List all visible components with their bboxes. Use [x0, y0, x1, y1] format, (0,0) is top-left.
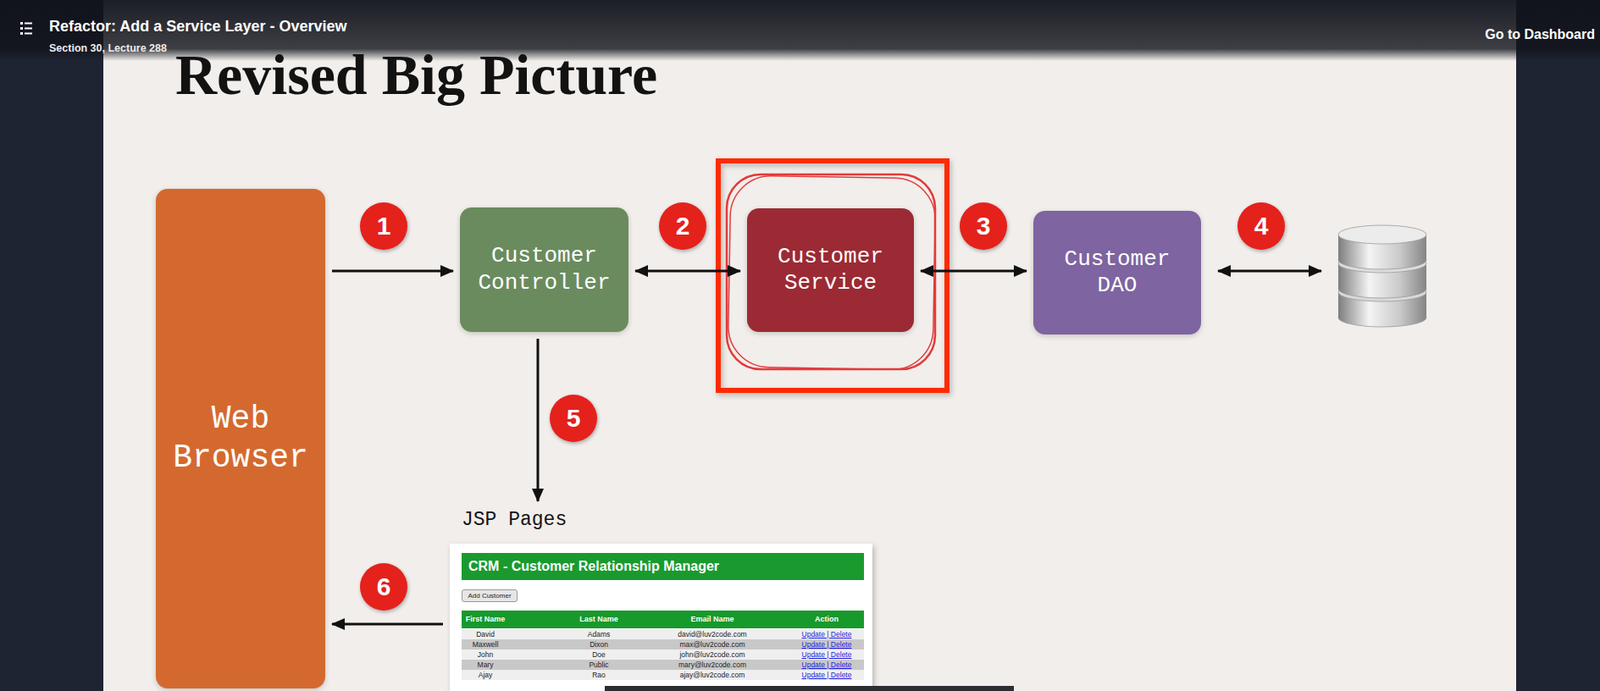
callout-number: 1: [359, 202, 408, 250]
table-header-cell: Last Name: [548, 610, 650, 629]
box-label: Customer DAO: [1045, 246, 1190, 299]
database-icon: [1338, 225, 1427, 327]
flow-arrow: [332, 623, 443, 626]
table-header-cell: First Name: [434, 610, 537, 629]
box-label: Customer Controller: [471, 243, 617, 296]
list-icon-dot: [20, 32, 23, 35]
table-cell: Maxwell: [434, 639, 537, 650]
slide-title: Revised Big Picture: [175, 45, 658, 104]
flow-arrow: [635, 270, 741, 273]
table-header-cell: Email Name: [661, 610, 764, 629]
action-link: Update | Delete: [775, 649, 878, 660]
lecture-subtitle: Section 30, Lecture 288: [49, 41, 167, 56]
action-link: Update | Delete: [775, 639, 878, 650]
process-box: Customer DAO: [1033, 210, 1202, 335]
callout-number: 2: [658, 202, 707, 250]
list-icon: [20, 22, 33, 35]
screenshot-text: JSP Pages: [461, 508, 873, 532]
action-link: Update | Delete: [775, 669, 878, 681]
action-link: Update | Delete: [775, 629, 878, 640]
db-arrow: [1217, 270, 1322, 273]
table-cell: David: [434, 629, 537, 640]
table-cell: Adams: [548, 629, 650, 640]
button: Add Customer: [461, 589, 518, 603]
callout-number: 5: [549, 394, 598, 443]
box-label: Web Browser: [167, 399, 314, 477]
action-link: Update | Delete: [775, 659, 878, 670]
table-cell: Rao: [548, 669, 650, 681]
table-header: [461, 610, 864, 629]
table-cell: Ajay: [434, 669, 537, 681]
highlight-square: [718, 160, 947, 391]
callout-number: 6: [359, 563, 408, 611]
table-cell: Mary: [434, 659, 537, 670]
list-icon-bar: [24, 27, 33, 30]
table-cell: max@luv2code.com: [661, 639, 764, 650]
browser-box: Web Browser: [155, 188, 326, 689]
player-bar: [604, 686, 1014, 691]
screenshot-text: CRM - Customer Relationship Manager: [461, 553, 864, 581]
list-icon-dot: [20, 27, 23, 30]
box-label: Customer Service: [758, 243, 903, 297]
highlight-scribble: [727, 175, 936, 371]
table-cell: john@luv2code.com: [661, 649, 764, 660]
process-box: Customer Service: [747, 208, 914, 333]
table-cell: Dixon: [548, 639, 650, 650]
list-icon-bar: [24, 33, 33, 35]
table-cell: Public: [548, 659, 650, 670]
lecture-title: Refactor: Add a Service Layer - Overview: [49, 16, 347, 36]
table-cell: Doe: [548, 649, 650, 660]
highlight-scribble: [726, 174, 936, 370]
nav-link: Go to Dashboard: [1484, 26, 1595, 44]
list-icon-bar: [24, 22, 33, 25]
flow-arrow: [332, 270, 454, 273]
callout-number: 3: [959, 202, 1008, 250]
process-box: Customer Controller: [459, 207, 629, 333]
db-disc: [1338, 225, 1427, 244]
flow-arrow: [920, 270, 1027, 273]
table-cell: david@luv2code.com: [661, 629, 764, 640]
flow-arrow: [537, 338, 540, 502]
table-cell: mary@luv2code.com: [661, 659, 764, 670]
table-cell: John: [434, 649, 537, 660]
callout-number: 4: [1237, 202, 1285, 250]
table-header-cell: Action: [775, 610, 878, 629]
list-icon-dot: [20, 22, 23, 25]
button-label: Add Customer: [467, 592, 511, 600]
table-cell: ajay@luv2code.com: [661, 669, 764, 681]
